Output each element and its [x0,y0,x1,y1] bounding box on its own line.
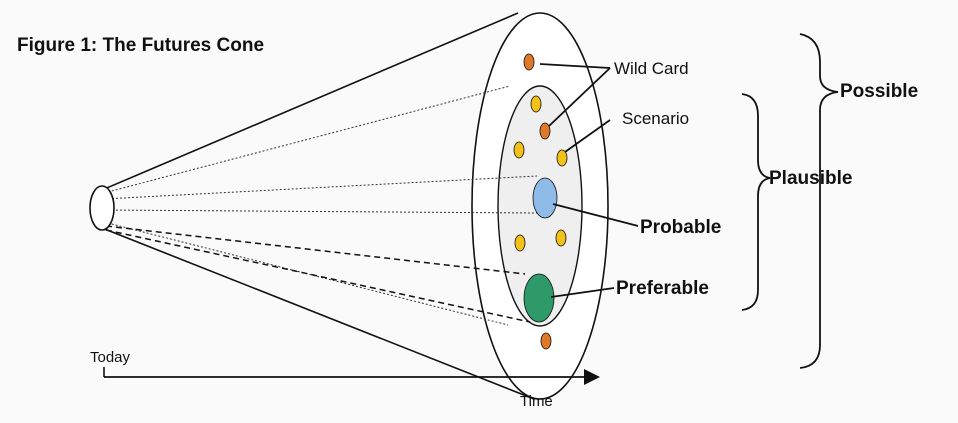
projection-line [103,209,538,214]
wild-card-dot [540,332,552,350]
possible-brace [799,33,839,369]
plausible-brace [741,93,771,311]
wild-card-leader-2 [548,67,611,127]
time-label: Time [520,393,553,410]
preferable-label: Preferable [616,278,709,299]
wild-card-leader [539,63,611,69]
projection-line [105,229,531,323]
probable-leader [552,203,639,227]
cone-bottom-edge [101,227,535,400]
cone-top-edge [101,12,519,191]
preferable-dot [523,273,555,323]
projection-line [103,85,511,194]
cone-outline [101,12,535,400]
projection-line [103,175,538,200]
scenario-leader [564,119,611,153]
preferable-projection-lines [105,225,531,323]
scenario-dot [513,141,525,159]
time-axis-arrowhead [584,369,600,385]
projection-line [105,225,526,275]
wild-card-label: Wild Card [614,59,689,78]
scenario-dot [556,149,568,167]
scenario-dot [555,229,567,247]
today-ellipse [89,185,115,231]
probable-dot [532,177,558,219]
preferable-leader [550,287,615,298]
scenario-dot [530,95,542,113]
probable-label: Probable [640,217,721,238]
possible-label: Possible [840,81,918,102]
today-label: Today [90,349,131,366]
scenario-dots [513,95,568,252]
leader-lines [539,63,639,298]
wild-card-dot [539,122,551,140]
scenario-label: Scenario [622,109,689,128]
scenario-dot [514,234,526,252]
plausible-label: Plausible [769,168,852,189]
wild-card-dots [523,53,552,350]
wild-card-dot [523,53,535,71]
figure-title: Figure 1: The Futures Cone [17,35,264,56]
